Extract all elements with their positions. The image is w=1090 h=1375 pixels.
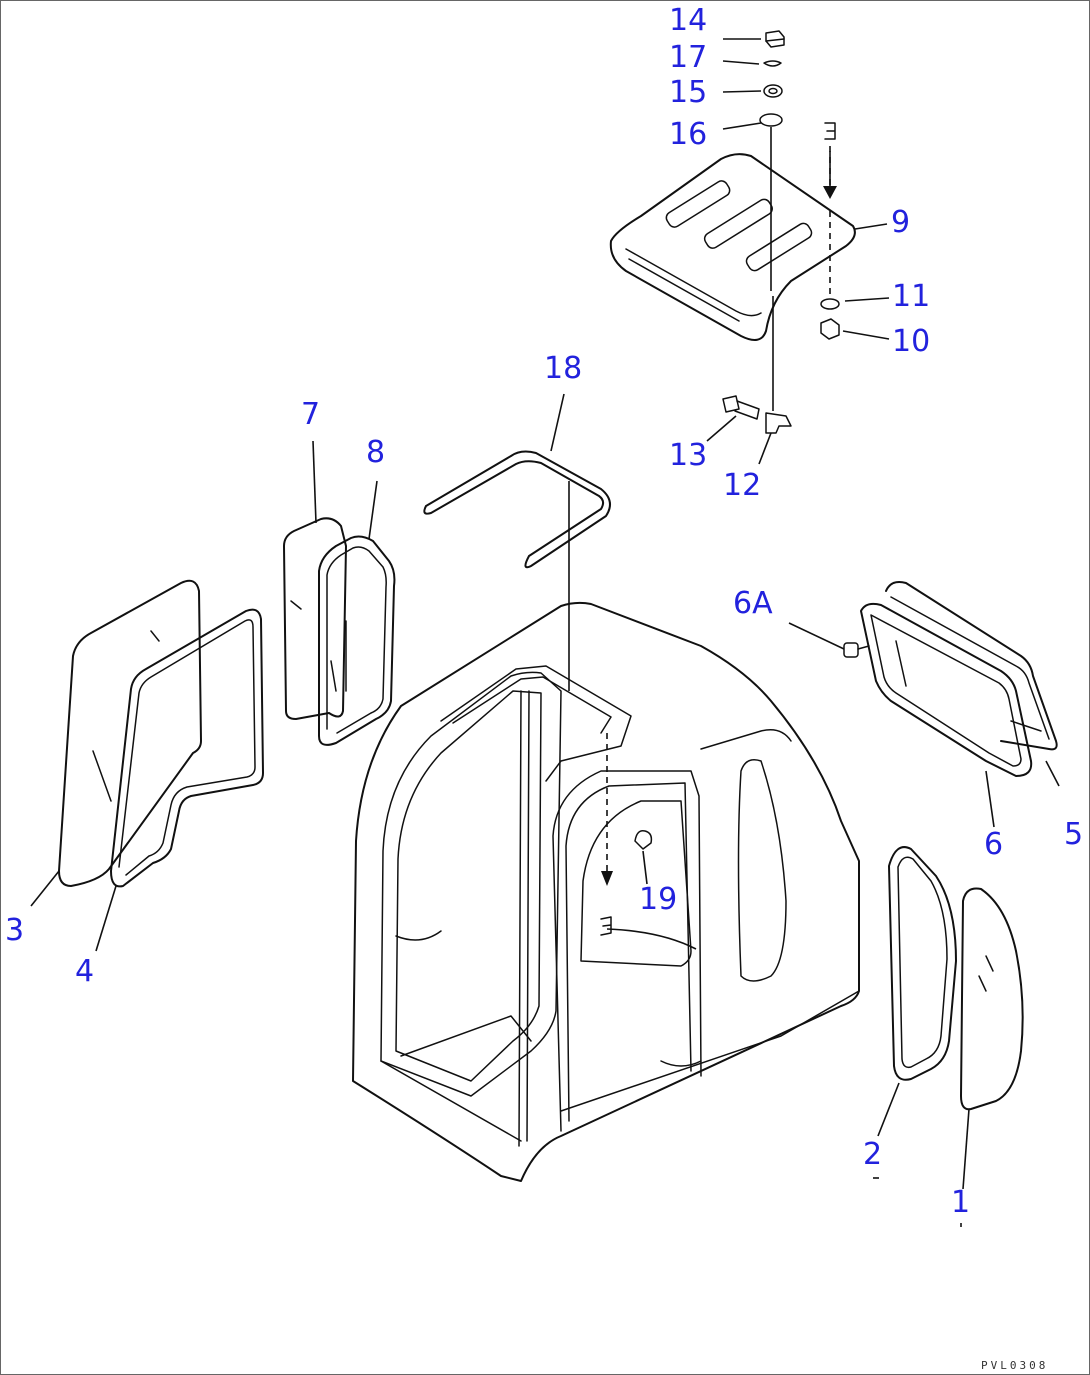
seal-right-side: [888, 846, 957, 1081]
glass-7: [283, 517, 347, 720]
seal-8: [318, 535, 396, 746]
callouts: 14 17 15 16 9 11 10 18 13 12 7 8 6A 5 6 …: [5, 3, 1083, 1220]
callout-3: 3: [5, 913, 24, 948]
callout-9: 9: [891, 205, 910, 240]
roof-panel: [609, 153, 856, 341]
seal-front-left: [110, 608, 264, 888]
cab-frame: [352, 601, 860, 1182]
clip-6a: [843, 642, 870, 658]
callout-18: 18: [544, 351, 582, 386]
bolt-13: [722, 395, 760, 420]
roof-seal: [423, 450, 611, 569]
callout-14: 14: [669, 3, 707, 38]
leader-lines: [30, 38, 1060, 1190]
cap-16: [759, 113, 783, 127]
bracket-12: [765, 412, 792, 434]
callout-7: 7: [301, 397, 320, 432]
callout-4: 4: [75, 954, 94, 989]
callout-13: 13: [669, 438, 707, 473]
glass-front-left: [58, 579, 202, 887]
callout-5: 5: [1064, 817, 1083, 852]
callout-11: 11: [892, 279, 930, 314]
nut-10: [820, 318, 840, 340]
seal-rear-right: [860, 602, 1042, 777]
callout-10: 10: [892, 324, 930, 359]
washer-11: [820, 298, 840, 310]
callout-8: 8: [366, 435, 385, 470]
washer-15: [763, 84, 783, 98]
callout-1: 1: [951, 1185, 970, 1220]
washer-17: [763, 60, 782, 67]
callout-12: 12: [723, 468, 761, 503]
callout-19: 19: [639, 882, 677, 917]
ref-mark-e-top: [824, 122, 836, 140]
clip-19: [634, 829, 653, 850]
callout-2: 2: [863, 1137, 882, 1172]
callout-16: 16: [669, 117, 707, 152]
bolt-14: [765, 30, 785, 48]
callout-6: 6: [984, 827, 1003, 862]
glass-rear-right: [885, 581, 1058, 751]
ref-mark-e-bottom: [600, 916, 612, 936]
assembly-lines: [568, 127, 837, 886]
glass-right-side: [960, 887, 1024, 1111]
callout-6a: 6A: [733, 586, 773, 621]
drawing-code: PVL0308: [981, 1359, 1048, 1372]
callout-17: 17: [669, 40, 707, 75]
callout-15: 15: [669, 75, 707, 110]
